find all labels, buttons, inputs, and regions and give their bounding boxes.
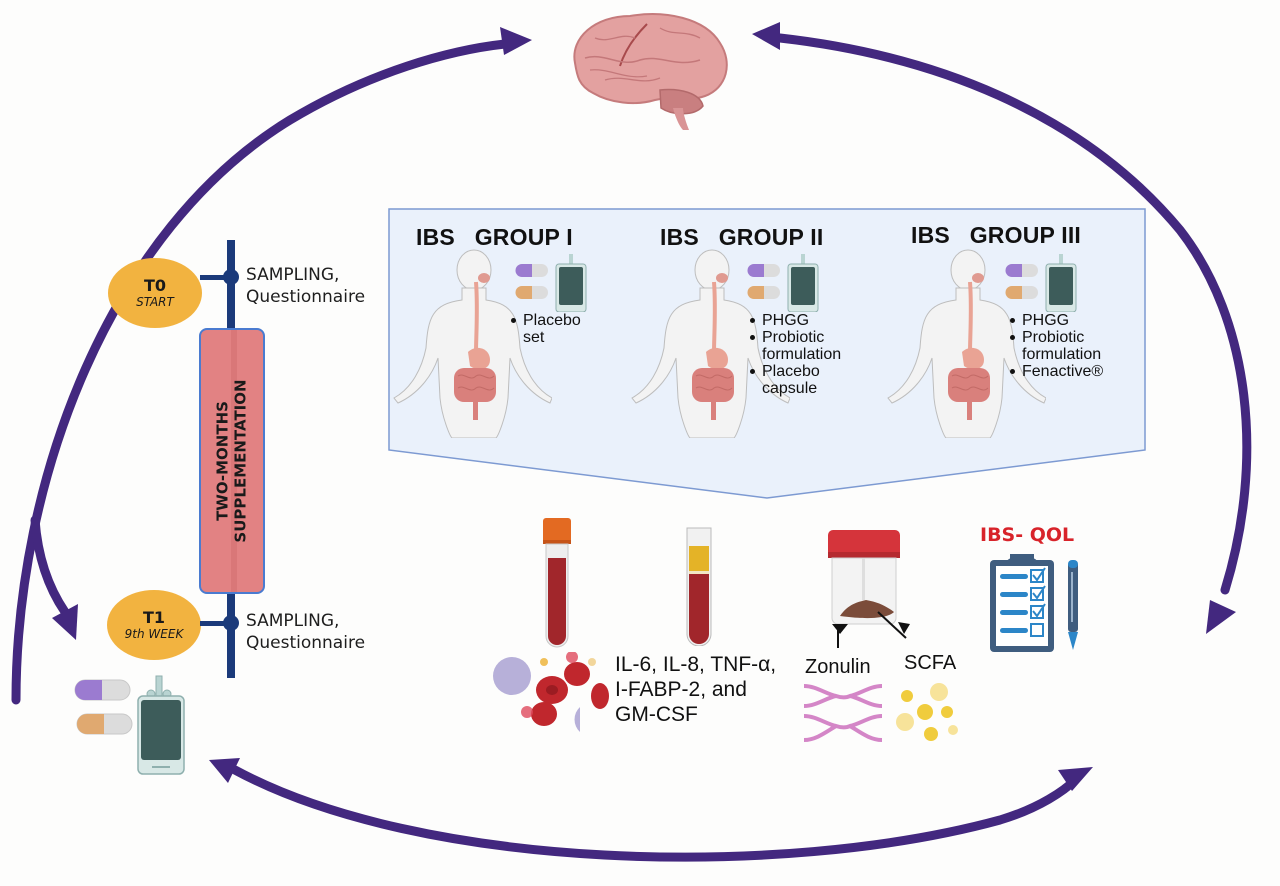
blood-markers-line2: I-FABP-2, and: [615, 678, 747, 701]
t0-note-line2: Questionnaire: [246, 287, 366, 307]
zonulin-label: Zonulin: [805, 656, 871, 678]
t1-node: [223, 615, 239, 631]
stool-arrows: [832, 622, 910, 634]
arrow-to-supplement: [30, 515, 70, 617]
human-body-gut-icon: [887, 249, 1046, 438]
qol-title: IBS- QOL: [980, 524, 1075, 546]
arrowhead-from-brain: [752, 22, 780, 50]
fatty-acid-droplets-icon: [896, 683, 958, 741]
blood-markers: IL-6, IL-8, TNF-α, I-FABP-2, and GM-CSF: [615, 652, 776, 727]
t1-oval: T1 9th WEEK: [107, 590, 201, 660]
tight-junction-icon: [803, 684, 883, 742]
blood-markers-line3: GM-CSF: [615, 703, 698, 726]
arrowhead-to-supplement: [52, 604, 78, 640]
t0-connector: [200, 275, 230, 280]
group-1-item: Placebo: [511, 312, 581, 329]
group-2-item: Probiotic: [750, 329, 841, 346]
group-3-item: Fenactive®: [1010, 363, 1103, 380]
group-3-item: PHGG: [1010, 312, 1103, 329]
supplementation-period: TWO-MONTHS SUPPLEMENTATION: [199, 328, 265, 594]
group-2-item: Placebo: [750, 363, 841, 380]
supplementation-line1: TWO-MONTHS: [214, 401, 233, 521]
group-2-item-cont: formulation: [762, 346, 842, 363]
arrowhead-bottom-left: [209, 758, 240, 783]
t1-note-line2: Questionnaire: [246, 633, 366, 653]
t1-connector: [200, 621, 230, 626]
blood-cells-icon: [493, 652, 609, 732]
t0-sublabel: START: [136, 294, 174, 309]
t1-label: T1: [142, 607, 166, 627]
arrowhead-to-brain: [500, 27, 532, 55]
group-1-list: Placebo set: [511, 312, 581, 346]
group-3-list: PHGG Probiotic formulation Fenactive®: [1010, 312, 1103, 380]
supplement-kit-icon: [74, 675, 185, 775]
t0-node: [223, 269, 239, 285]
bottom-cycle-arrow: [230, 765, 1080, 862]
blood-markers-line1: IL-6, IL-8, TNF-α,: [615, 653, 777, 676]
clipboard-checklist-icon: [990, 554, 1054, 652]
blood-tube-icon: [543, 518, 571, 648]
capsule-icon: [74, 679, 133, 735]
supplement-bag-icon: [137, 675, 185, 775]
arrow-from-brain: [775, 33, 1252, 595]
scfa-label: SCFA: [904, 652, 957, 674]
group-1-title: IBS GROUP I: [416, 224, 573, 250]
group-2-title: IBS GROUP II: [660, 224, 824, 250]
arrowhead-bottom-right: [1058, 767, 1093, 791]
t0-label: T0: [143, 275, 167, 295]
t1-sublabel: 9th WEEK: [124, 626, 184, 641]
group-3-item: Probiotic: [1010, 329, 1103, 346]
group-2-list: PHGG Probiotic formulation Placebo capsu…: [750, 312, 841, 397]
group-2-item: PHGG: [750, 312, 841, 329]
group-2-item-cont: capsule: [762, 380, 818, 397]
supplementation-line2: SUPPLEMENTATION: [232, 379, 251, 543]
human-body-gut-icon: [631, 249, 790, 438]
t1-note-line1: SAMPLING,: [246, 611, 340, 631]
group-3-item-cont: formulation: [1022, 346, 1102, 363]
brain-icon: [573, 13, 728, 130]
capsule-and-bag-icon: [747, 254, 819, 312]
stool-container-icon: [828, 530, 907, 648]
human-body-gut-icon: [393, 249, 552, 438]
t0-oval: T0 START: [108, 258, 202, 328]
capsule-and-bag-icon: [515, 254, 587, 312]
t0-note-line1: SAMPLING,: [246, 265, 340, 285]
arrow-to-scfa: [877, 611, 907, 639]
supplementation-label: TWO-MONTHS SUPPLEMENTATION: [214, 379, 250, 542]
capsule-and-bag-icon: [1005, 254, 1077, 312]
arrowhead-to-qol: [1206, 600, 1236, 634]
t0-note: SAMPLING, Questionnaire: [246, 264, 365, 308]
pen-icon: [1068, 560, 1078, 650]
t1-note: SAMPLING, Questionnaire: [246, 610, 365, 654]
group-1-item-cont: set: [523, 329, 545, 346]
group-3-title: IBS GROUP III: [911, 222, 1081, 248]
serum-tube-icon: [686, 527, 712, 646]
